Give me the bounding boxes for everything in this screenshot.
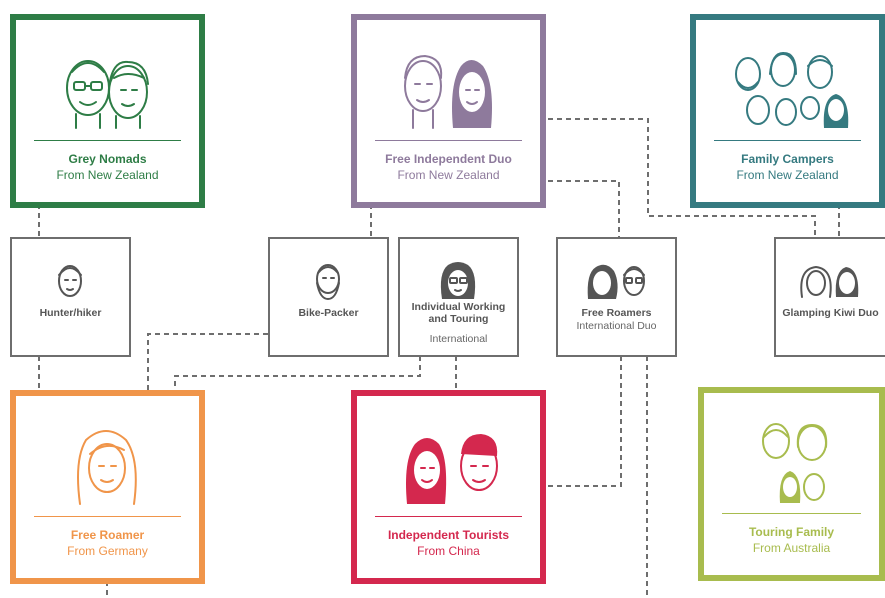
subsegment-title: Glamping Kiwi Duo <box>782 307 879 319</box>
connector-duo-roamers <box>521 180 620 237</box>
subsegment-subtitle: International <box>429 333 488 345</box>
young-couple-icon <box>406 434 498 504</box>
segment-origin: From New Zealand <box>56 168 159 182</box>
woman-face-icon <box>77 430 137 505</box>
segment-origin: From New Zealand <box>397 168 500 182</box>
subsegment-free-roamers: Free Roamers International Duo <box>556 237 677 357</box>
family-group-icon <box>735 51 849 128</box>
subsegment-title: Bike-Packer <box>298 307 359 319</box>
segment-title: Free Roamer <box>70 528 145 542</box>
segment-origin: From New Zealand <box>736 168 839 182</box>
subsegment-hunter-hiker: Hunter/hiker <box>10 237 131 357</box>
family-group-icon <box>762 423 828 503</box>
couple-icon <box>800 266 859 298</box>
segment-touring-family: Touring Family From Australia <box>698 387 885 581</box>
segment-title: Touring Family <box>748 525 835 539</box>
segment-family-campers: Family Campers From New Zealand <box>690 14 885 208</box>
segment-grey-nomads: Grey Nomads From New Zealand <box>10 14 205 208</box>
older-couple-icon <box>66 60 149 129</box>
couple-icon <box>587 264 645 299</box>
segment-title: Family Campers <box>741 152 834 166</box>
man-face-icon <box>58 265 82 297</box>
subsegment-subtitle: International Duo <box>576 320 657 332</box>
young-couple-icon <box>404 55 492 129</box>
segment-free-independent-duo: Free Independent Duo From New Zealand <box>351 14 546 208</box>
segment-title: Independent Tourists <box>387 528 510 542</box>
subsegment-individual-working: Individual Working and Touring Internati… <box>398 237 519 357</box>
segment-independent-tourists: Independent Tourists From China <box>351 390 546 584</box>
segment-free-roamer: Free Roamer From Germany <box>10 390 205 584</box>
segment-title: Grey Nomads <box>68 152 147 166</box>
segment-origin: From Germany <box>67 544 148 558</box>
subsegment-title: Free Roamers <box>581 307 652 319</box>
segment-origin: From China <box>417 544 480 558</box>
subsegment-glamping-kiwi-duo: Glamping Kiwi Duo <box>774 237 885 357</box>
connector-roamers-tourists <box>521 356 622 487</box>
connector-duo-glamping <box>521 118 816 237</box>
bearded-man-icon <box>316 264 340 300</box>
segment-title: Free Independent Duo <box>385 152 512 166</box>
subsegment-bike-packer: Bike-Packer <box>268 237 389 357</box>
subsegment-title: Individual Working and Touring <box>411 301 506 325</box>
subsegment-title: Hunter/hiker <box>39 307 102 319</box>
woman-glasses-icon <box>440 262 476 299</box>
segment-origin: From Australia <box>752 541 831 555</box>
